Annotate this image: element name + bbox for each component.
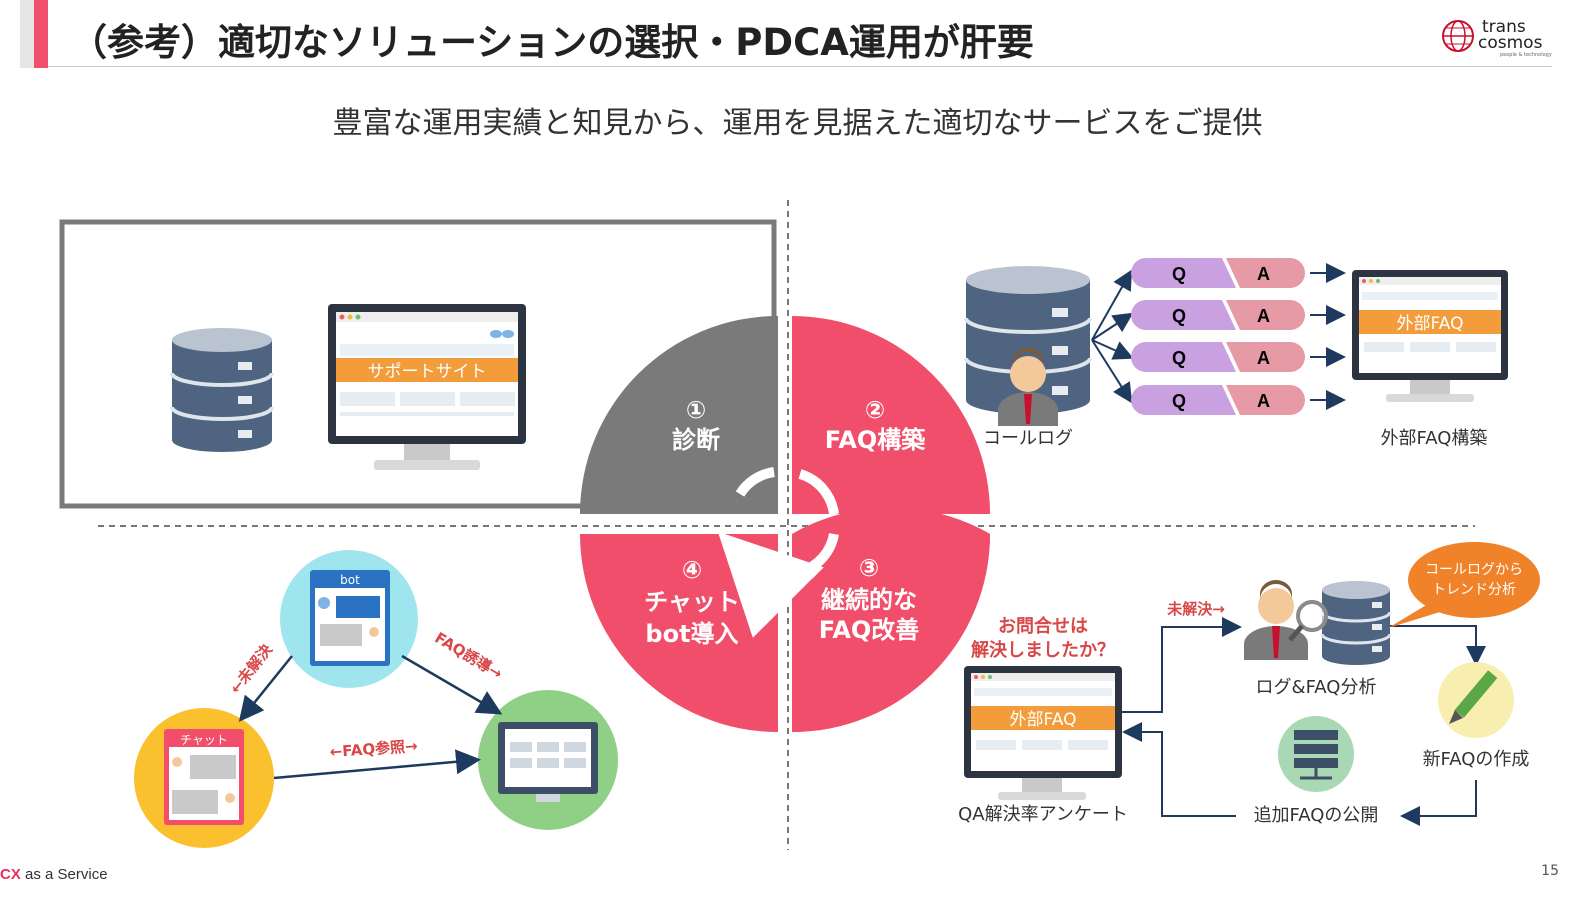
qa-pill-4: Q A <box>1131 385 1305 415</box>
chat-circle-icon: チャット <box>134 708 274 848</box>
magnifier-icon <box>1288 600 1328 642</box>
support-site-monitor: サポートサイト <box>328 304 526 470</box>
survey-label: QA解決率アンケート <box>958 804 1128 825</box>
step3-label-line2: FAQ改善 <box>819 616 920 644</box>
step3-number: ③ <box>859 554 879 582</box>
chat-screen-label: チャット <box>180 733 228 747</box>
page-title: （参考）適切なソリューションの選択・PDCA運用が肝要 <box>70 21 1034 64</box>
qa-pill-1: Q A <box>1131 258 1305 288</box>
cycle-arrow-2 <box>798 469 839 515</box>
calllog-database-icon <box>964 266 1092 414</box>
analysis-database-icon <box>1320 581 1392 665</box>
improvement-flow-lines <box>1122 617 1486 826</box>
faq-site-circle-icon <box>478 690 618 830</box>
chatbot-flow-arrows <box>238 654 503 780</box>
step1-label: 診断 <box>672 426 720 454</box>
create-faq-label: 新FAQの作成 <box>1423 749 1530 770</box>
external-faq-screen-label: 外部FAQ <box>1397 314 1464 334</box>
q-label: Q <box>1172 264 1186 284</box>
title-accent-bar <box>20 0 34 68</box>
qa-pill-2: Q A <box>1131 300 1305 330</box>
cycle-quadrant-faq-build <box>792 316 990 514</box>
analysis-label: ログ&FAQ分析 <box>1256 677 1377 698</box>
step3-label-line1: 継続的な <box>821 586 917 614</box>
bubble-line1: コールログから <box>1425 562 1523 578</box>
faq-guide-label: FAQ誘導→ <box>432 629 506 683</box>
support-site-label: サポートサイト <box>368 362 487 382</box>
cycle-quadrant-diagnosis <box>580 316 778 514</box>
server-icon <box>1278 716 1354 792</box>
step2-number: ② <box>865 396 885 424</box>
publish-faq-label: 追加FAQの公開 <box>1254 805 1379 826</box>
step1-number: ① <box>686 396 706 424</box>
bot-circle-icon: bot <box>280 550 418 688</box>
database-icon <box>170 328 274 452</box>
calllog-fan-lines <box>1091 269 1134 404</box>
cycle-arrow-4 <box>717 531 824 638</box>
survey-faq-screen-label: 外部FAQ <box>1010 710 1077 730</box>
title-divider <box>48 66 1552 67</box>
logo-tagline: people & technology <box>1500 52 1552 58</box>
survey-question-line1: お問合せは <box>998 615 1088 637</box>
a-label: A <box>1257 264 1270 284</box>
survey-faq-monitor: 外部FAQ <box>964 666 1122 800</box>
unresolved-arrow-label: 未解決→ <box>1166 600 1225 618</box>
a-label: A <box>1257 348 1270 368</box>
footer-brand: CX as a Service <box>0 866 108 883</box>
footer-brand-cx: CX <box>0 866 21 883</box>
q-label: Q <box>1172 391 1186 411</box>
step4-number: ④ <box>682 556 702 584</box>
title-accent-bar-red <box>34 0 48 68</box>
footer-brand-rest: as a Service <box>20 866 108 883</box>
logo-word-trans: trans <box>1482 17 1526 37</box>
qa-arrows <box>1310 263 1346 410</box>
calllog-label: コールログ <box>983 428 1073 449</box>
chatbot-unresolved-label: ←未解決 <box>226 640 276 697</box>
step4-label-line1: チャット <box>644 588 740 616</box>
q-label: Q <box>1172 306 1186 326</box>
transcosmos-logo: trans cosmos people & technology <box>1442 17 1552 58</box>
page-number: 15 <box>1541 863 1559 879</box>
operator-person-icon <box>998 348 1058 426</box>
cycle-arrow-1 <box>735 467 775 497</box>
qa-pill-3: Q A <box>1131 342 1305 372</box>
trend-analysis-bubble: コールログから トレンド分析 <box>1388 542 1540 628</box>
a-label: A <box>1257 306 1270 326</box>
pencil-icon <box>1438 662 1514 738</box>
logo-word-cosmos: cosmos <box>1478 33 1543 53</box>
bubble-line2: トレンド分析 <box>1432 582 1516 598</box>
q-label: Q <box>1172 348 1186 368</box>
bot-screen-label: bot <box>340 573 360 587</box>
a-label: A <box>1257 391 1270 411</box>
external-faq-monitor: 外部FAQ <box>1352 270 1508 402</box>
step4-label-line2: bot導入 <box>645 620 738 648</box>
external-faq-build-label: 外部FAQ構築 <box>1381 428 1488 449</box>
faq-reference-label: ←FAQ参照→ <box>329 737 418 761</box>
step2-label: FAQ構築 <box>825 426 927 454</box>
page-subtitle: 豊富な運用実績と知見から、運用を見据えた適切なサービスをご提供 <box>332 106 1263 141</box>
survey-question-line2: 解決しましたか？ <box>971 639 1115 661</box>
